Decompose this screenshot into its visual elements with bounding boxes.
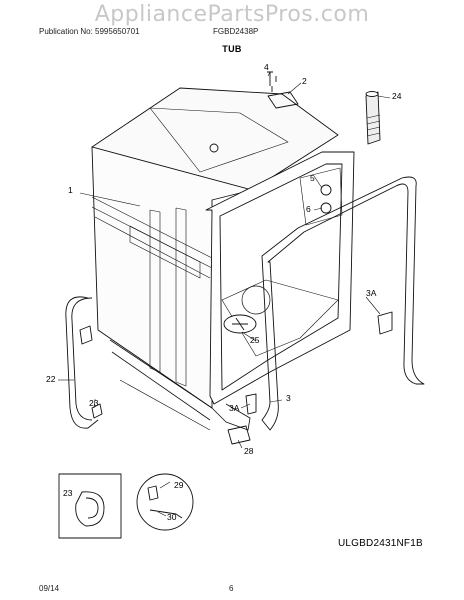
callout-30: 30 (167, 512, 177, 522)
footer-page: 6 (229, 584, 234, 593)
callout-24: 24 (392, 91, 402, 101)
tub-base (109, 339, 251, 431)
part-28 (227, 425, 251, 445)
screw-part-4 (267, 71, 273, 86)
callout-28: 28 (244, 446, 254, 456)
drain-hose-part-22 (65, 296, 99, 429)
callout-4: 4 (264, 62, 269, 72)
clip-part-3a-right (377, 311, 393, 335)
callout-2: 2 (302, 76, 307, 86)
model-number: FGBD2438P (213, 27, 259, 36)
tub-front-frame (205, 151, 355, 405)
section-title: TUB (222, 44, 242, 54)
publication-number: Publication No: 5995650701 (39, 27, 140, 36)
diagram-code: ULGBD2431NF1B (338, 538, 423, 549)
callout-6: 6 (306, 204, 311, 214)
grommet-part-5 (320, 184, 332, 196)
callout-25: 25 (250, 335, 260, 345)
watermark: AppliancePartsPros.com (94, 2, 370, 27)
callout-5: 5 (310, 173, 315, 183)
callout-22: 22 (46, 374, 56, 384)
callout-23: 23 (89, 398, 99, 408)
footer-date: 09/14 (39, 584, 60, 593)
callout-23-inset: 23 (63, 488, 73, 498)
detail-inset-circle (136, 473, 194, 531)
callout-1: 1 (68, 185, 73, 195)
detail-inset-box (58, 473, 122, 539)
clamp-part-23 (79, 325, 93, 345)
clip-part-3a-lower (245, 393, 257, 415)
callout-3a-lower: 3A (229, 403, 240, 413)
door-gasket-part-3 (261, 176, 425, 431)
callout-29: 29 (174, 480, 184, 490)
callout-3a: 3A (366, 288, 377, 298)
callout-3: 3 (286, 393, 291, 403)
bracket-part-2 (267, 91, 299, 109)
